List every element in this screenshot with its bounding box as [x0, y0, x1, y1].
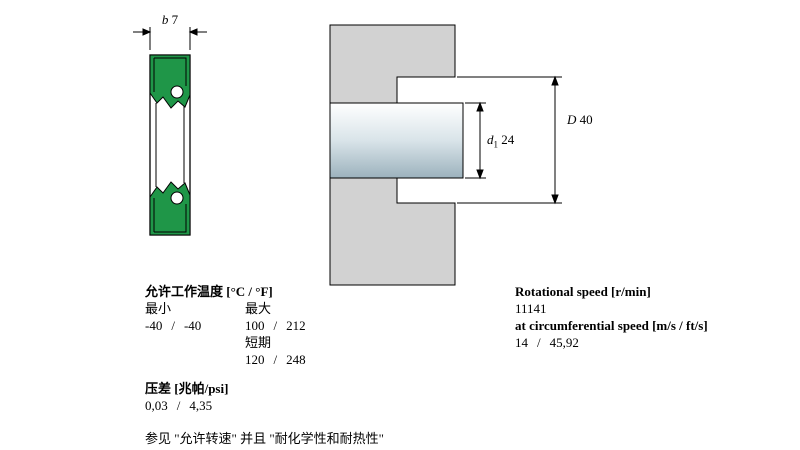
circumferential-speed-values: 14 / 45,92 [515, 334, 790, 351]
slash-separator: / [273, 318, 278, 333]
temp-short-f: 248 [286, 352, 306, 367]
temperature-max-label: 最大 [245, 301, 272, 316]
seal-case-insert-top [153, 57, 187, 92]
rotational-speed-value: 11141 [515, 301, 547, 316]
temperature-min-values: -40 / -40 [145, 317, 245, 334]
temp-max-f: 212 [286, 318, 306, 333]
temperature-min-label: 最小 [145, 301, 172, 316]
slash-separator: / [171, 318, 175, 333]
reference-note: 参见 "允许转速" 并且 "耐化学性和耐热性" [145, 431, 384, 446]
seal-bottom-lip [149, 181, 191, 236]
short-term-values: 120 / 248 [245, 351, 485, 368]
garter-spring-bottom [170, 191, 184, 205]
speed-ms: 14 [515, 335, 528, 350]
b-value: 7 [171, 12, 179, 27]
D-dimension [457, 75, 562, 205]
temp-min-c: -40 [145, 318, 163, 333]
seal-cross-section [149, 54, 191, 236]
b-dimension-label: b 7 [146, 12, 194, 28]
slash-separator: / [176, 398, 181, 413]
speed-fts: 45,92 [549, 335, 579, 350]
housing-section-bottom [329, 177, 456, 286]
temp-max-c: 100 [245, 318, 265, 333]
temp-min-f: -40 [183, 318, 202, 333]
circumferential-speed-title: at circumferential speed [m/s / ft/s] [515, 318, 708, 333]
d1-symbol: d [487, 132, 494, 147]
b-symbol: b [161, 12, 169, 27]
temperature-title: 允许工作温度 [°C / °F] [145, 284, 273, 299]
rotational-speed-title: Rotational speed [r/min] [515, 284, 651, 299]
garter-spring-top [170, 85, 184, 99]
d1-subscript: 1 [493, 139, 499, 150]
D-value: 40 [579, 112, 593, 127]
shaft [329, 102, 464, 179]
pressure-psi: 4,35 [189, 398, 213, 413]
speed-block: Rotational speed [r/min] 11141 at circum… [515, 283, 790, 351]
housing-section-top [329, 24, 456, 104]
D-symbol: D [567, 112, 577, 127]
b-dimension [133, 27, 207, 50]
D-dimension-label: D 40 [567, 112, 593, 128]
pressure-section: 压差 [兆帕/psi] 0,03 / 4,35 [145, 380, 485, 414]
seal-top-lip [149, 54, 191, 109]
d1-dimension [465, 101, 486, 180]
pressure-title: 压差 [兆帕/psi] [145, 381, 229, 396]
pressure-mpa: 0,03 [145, 398, 168, 413]
slash-separator: / [537, 335, 541, 350]
temperature-section: 允许工作温度 [°C / °F] 最小 最大 -40 / -40 100 / 212 短… [145, 283, 485, 368]
slash-separator: / [273, 352, 278, 367]
temperature-max-values: 100 / 212 [245, 317, 485, 334]
d1-value: 24 [501, 132, 515, 147]
temp-short-c: 120 [245, 352, 265, 367]
seal-case-insert-bottom [153, 198, 187, 233]
specs-block: 允许工作温度 [°C / °F] 最小 最大 -40 / -40 100 / 212 短… [145, 283, 485, 447]
d1-dimension-label: d1 24 [487, 132, 515, 150]
pressure-values: 0,03 / 4,35 [145, 397, 485, 414]
mounting-section [329, 24, 464, 286]
short-term-label: 短期 [245, 335, 272, 350]
